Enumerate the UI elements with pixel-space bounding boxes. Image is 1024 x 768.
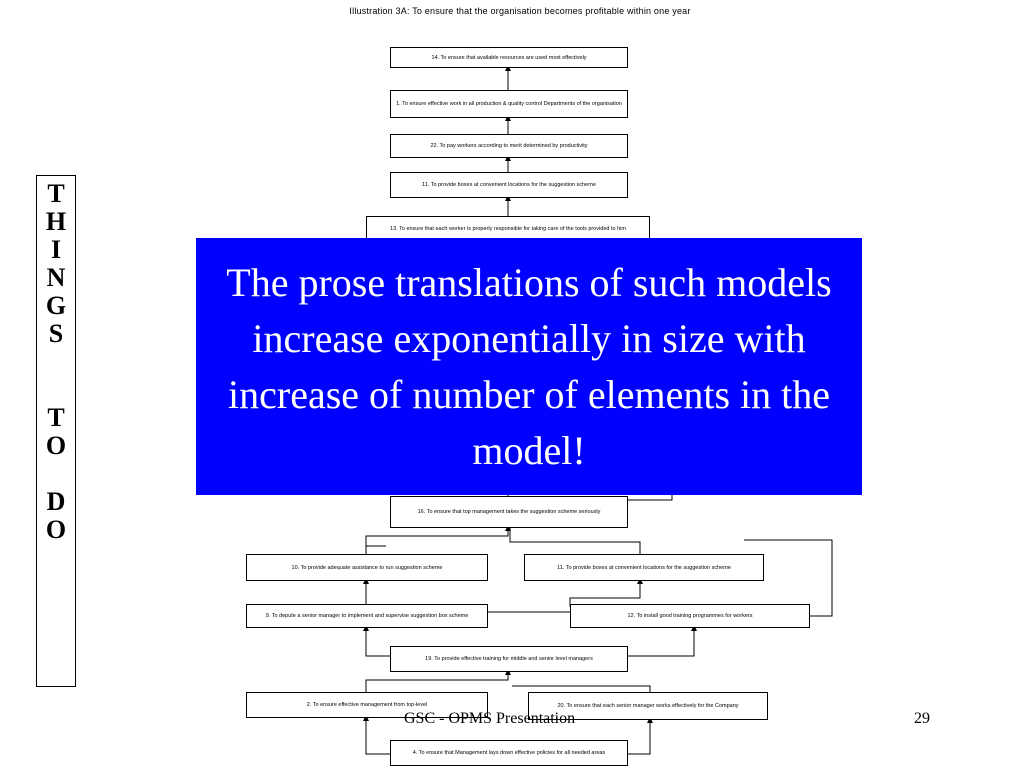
edge-12-11b	[569, 578, 643, 607]
things-to-do-box: T H I N G S T O D O	[36, 175, 76, 687]
node-11-upper: 11. To provide boxes at convenient locat…	[390, 172, 628, 198]
vertical-letter: S	[48, 319, 64, 348]
node-4: 4. To ensure that Management lays down e…	[390, 740, 628, 766]
node-14: 14. To ensure that available resources a…	[390, 47, 628, 68]
node-16: 16. To ensure that top management takes …	[390, 496, 628, 528]
node-22: 22. To pay workers according to merit de…	[390, 134, 628, 158]
page-number: 29	[914, 710, 930, 727]
edge-19-9	[363, 625, 390, 657]
edge-4-20	[628, 717, 653, 755]
node-1: 1. To ensure effective work in all produ…	[390, 90, 628, 118]
edge-20-19	[512, 685, 651, 692]
vertical-letter: T	[47, 403, 65, 432]
edge-4-2	[363, 715, 390, 755]
node-12: 12. To install good training programmes …	[570, 604, 810, 628]
callout-text: The prose translations of such models in…	[226, 259, 832, 473]
footer-text: GSC - OPMS Presentation	[404, 710, 576, 727]
node-11-lower: 11. To provide boxes at convenient locat…	[524, 554, 764, 581]
edge-11b-16	[509, 528, 641, 554]
node-10: 10. To provide adequate assistance to ru…	[246, 554, 488, 581]
vertical-letter: G	[45, 291, 67, 320]
vertical-letter: H	[45, 207, 67, 236]
node-9: 9. To depute a senior manager to impleme…	[246, 604, 488, 628]
edge-2-19	[365, 669, 511, 692]
edge-10-16	[365, 525, 511, 554]
vertical-letter: T	[47, 179, 65, 208]
diagram-title: Illustration 3A: To ensure that the orga…	[349, 6, 691, 16]
node-20: 20. To ensure that each senior manager w…	[528, 692, 768, 720]
vertical-letter: D	[46, 487, 66, 516]
node-2: 2. To ensure effective management from t…	[246, 692, 488, 718]
vertical-letter: I	[50, 235, 62, 264]
node-19: 19. To provide effective training for mi…	[390, 646, 628, 672]
vertical-letter: N	[46, 263, 66, 292]
callout-box: The prose translations of such models in…	[196, 238, 862, 495]
vertical-letter: O	[45, 431, 67, 460]
vertical-letter: O	[45, 515, 67, 544]
edge-19-12	[628, 625, 697, 657]
